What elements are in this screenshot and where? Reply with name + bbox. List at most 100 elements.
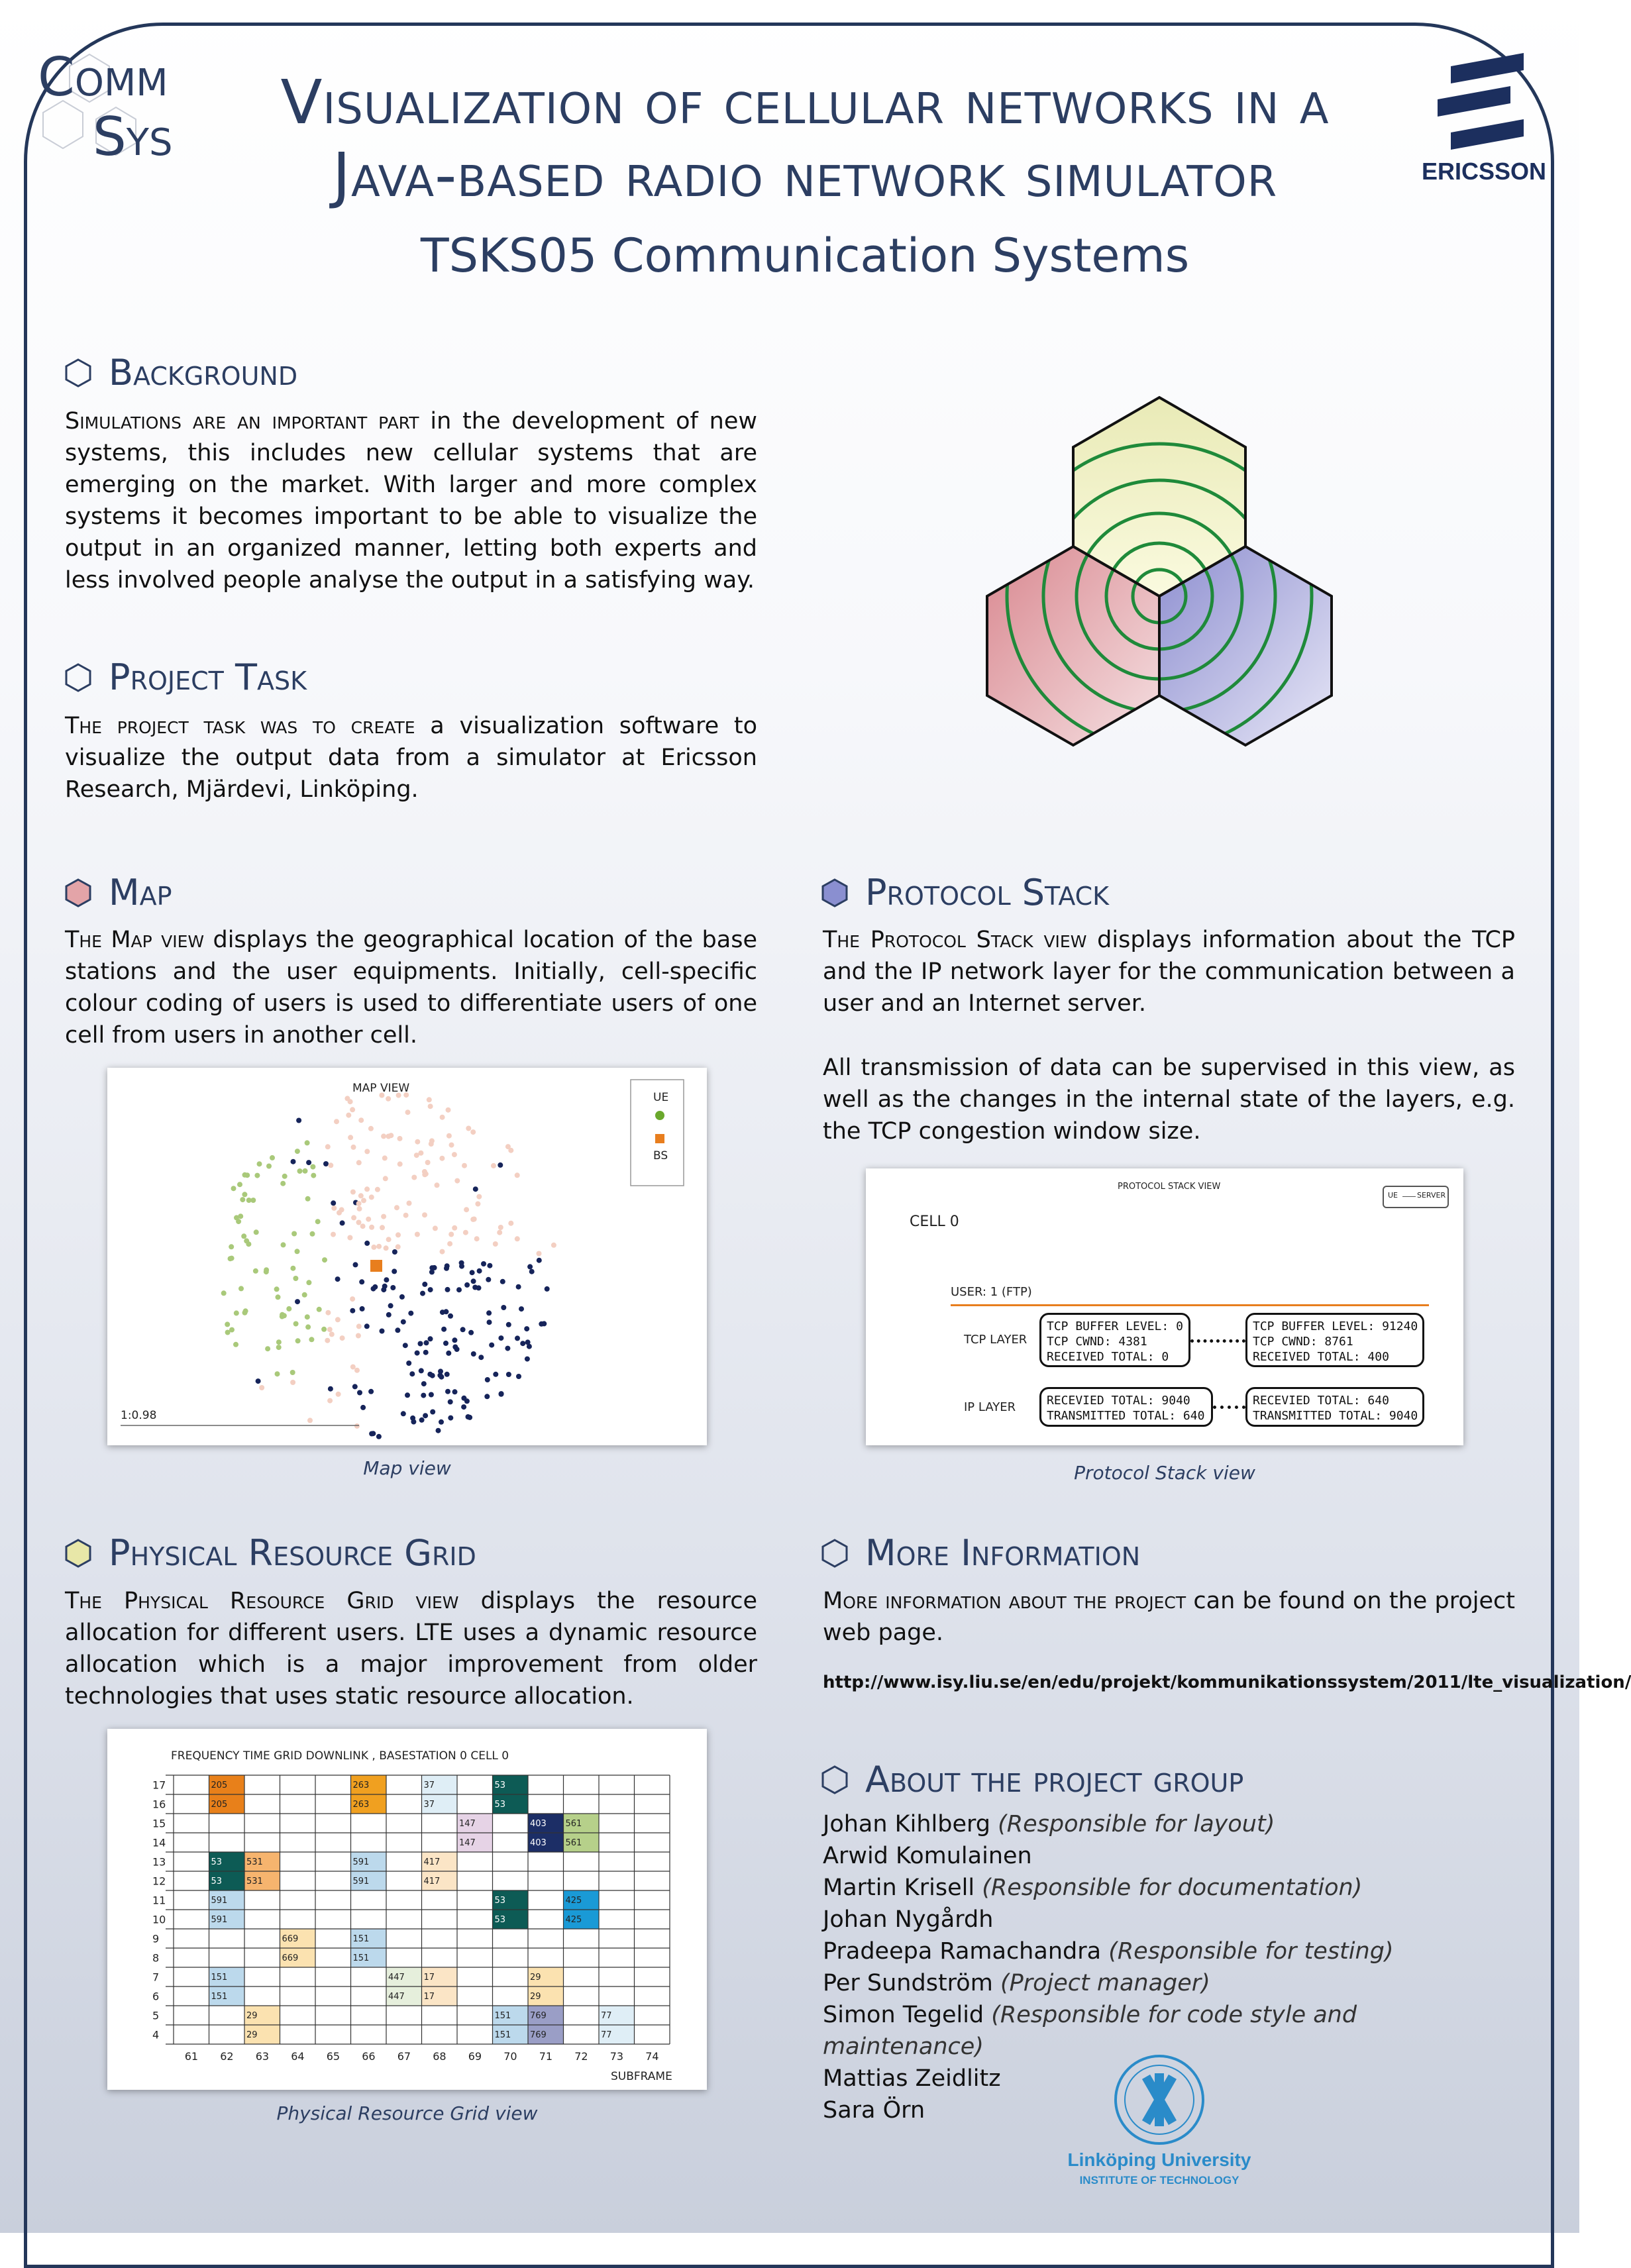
protocol-stack-paragraph: The Protocol Stack view displays informa… — [823, 924, 1515, 1019]
grid-cell — [528, 2025, 564, 2044]
grid-cell-label: 591 — [211, 1915, 228, 1925]
user-equipment-dot — [524, 1326, 530, 1332]
project-url-link[interactable]: http://www.isy.liu.se/en/edu/projekt/kom… — [823, 1673, 1631, 1692]
user-equipment-dot — [439, 1114, 445, 1120]
grid-cell — [209, 1967, 244, 1986]
user-equipment-dot — [405, 1392, 410, 1398]
member-name: Pradeepa Ramachandra — [823, 1938, 1102, 1965]
user-equipment-dot — [293, 1321, 299, 1327]
user-equipment-dot — [282, 1173, 288, 1179]
grid-cell-label: 53 — [495, 1896, 506, 1906]
user-equipment-dot — [242, 1310, 248, 1315]
user-equipment-dot — [386, 1096, 392, 1102]
grid-cell — [421, 1775, 457, 1794]
user-equipment-dot — [426, 1097, 432, 1103]
user-equipment-dot — [359, 1279, 365, 1285]
user-equipment-dot — [233, 1341, 238, 1347]
member-name: Johan Nygårdh — [823, 1906, 994, 1933]
user-equipment-dot — [515, 1335, 520, 1341]
user-equipment-dot — [421, 1392, 427, 1398]
user-equipment-dot — [331, 1205, 337, 1211]
tcp-connection-line — [1190, 1339, 1245, 1343]
tcp-ue-line: RECEIVED TOTAL: 0 — [1047, 1350, 1169, 1364]
user-equipment-dot — [454, 1347, 460, 1352]
grid-cell-label: 669 — [282, 1934, 299, 1944]
group-heading: About the project group — [821, 1757, 1243, 1803]
user-equipment-dot — [293, 1276, 299, 1281]
user-equipment-dot — [263, 1269, 269, 1275]
background-lead: Simulations are an important part — [65, 408, 419, 435]
ue-server-widget: UE SERVER — [1383, 1186, 1449, 1208]
user-equipment-dot — [350, 1364, 356, 1370]
user-equipment-dot — [469, 1270, 475, 1276]
grid-cell — [209, 1910, 244, 1929]
grid-cell — [492, 2006, 528, 2025]
grid-cell — [280, 1929, 315, 1948]
user-equipment-dot — [354, 1367, 360, 1373]
user-equipment-dot — [254, 1172, 260, 1178]
hexagon-icon — [821, 878, 848, 907]
user-equipment-dot — [351, 1215, 357, 1221]
grid-x-tick: 74 — [645, 2050, 658, 2063]
user-equipment-dot — [358, 1193, 364, 1199]
grid-cell — [457, 1833, 493, 1852]
grid-x-tick: 72 — [574, 2050, 588, 2063]
user-equipment-dot — [524, 1356, 530, 1362]
hexagon-icon — [65, 663, 91, 692]
user-equipment-dot — [447, 1241, 453, 1247]
user-equipment-dot — [296, 1117, 302, 1123]
user-equipment-dot — [280, 1242, 286, 1248]
user-equipment-dot — [459, 1263, 464, 1269]
user-equipment-dot — [347, 1235, 353, 1241]
ip-ue-box: RECEVIED TOTAL: 9040 TRANSMITTED TOTAL: … — [1039, 1387, 1213, 1427]
user-equipment-dot — [498, 1225, 503, 1230]
user-equipment-dot — [448, 1415, 454, 1421]
tcp-ue-line: TCP BUFFER LEVEL: 0 — [1047, 1319, 1183, 1333]
user-equipment-dot — [237, 1182, 242, 1188]
user-equipment-dot — [514, 1236, 520, 1242]
user-equipment-dot — [408, 1310, 414, 1316]
tcp-ue-box: TCP BUFFER LEVEL: 0 TCP CWND: 4381 RECEI… — [1039, 1313, 1190, 1367]
resource-grid-plot: FREQUENCY TIME GRID DOWNLINK , BASESTATI… — [152, 1749, 672, 2083]
tcp-server-box: TCP BUFFER LEVEL: 91240 TCP CWND: 8761 R… — [1245, 1313, 1424, 1367]
grid-cell-label: 669 — [282, 1953, 299, 1963]
user-equipment-dot — [374, 1186, 380, 1192]
user-equipment-dot — [327, 1386, 333, 1392]
member-item: Arwid Komulainen — [823, 1840, 1525, 1872]
ip-ue-line: TRANSMITTED TOTAL: 640 — [1047, 1409, 1205, 1423]
user-equipment-dot — [492, 1241, 498, 1247]
grid-cell — [528, 1986, 564, 2006]
user-equipment-dot — [364, 1149, 370, 1155]
grid-cell — [492, 2025, 528, 2044]
user-equipment-dot — [294, 1149, 300, 1155]
member-name: Per Sundström — [823, 1970, 993, 1996]
member-name: Simon Tegelid — [823, 2002, 984, 2028]
user-equipment-dot — [444, 1265, 449, 1271]
user-equipment-dot — [460, 1327, 466, 1333]
grid-cell-label: 591 — [353, 1857, 370, 1867]
user-equipment-dot — [369, 1224, 375, 1230]
user-equipment-dot — [448, 1231, 454, 1237]
member-item: Per Sundström (Project manager) — [823, 1967, 1525, 1999]
member-item: Simon Tegelid (Responsible for code styl… — [823, 1999, 1525, 2063]
grid-cell-label: 53 — [495, 1915, 506, 1925]
user-equipment-dot — [519, 1306, 524, 1312]
user-equipment-dot — [359, 1306, 365, 1312]
user-equipment-dot — [388, 1133, 394, 1139]
user-equipment-dot — [325, 1310, 331, 1315]
user-equipment-dot — [371, 1244, 377, 1250]
user-equipment-dot — [439, 1374, 445, 1380]
grid-x-tick: 69 — [468, 2050, 482, 2063]
resource-grid-text: displays the resource allocation for dif… — [65, 1588, 757, 1710]
grid-cell — [350, 1929, 386, 1948]
user-equipment-dot — [337, 1210, 342, 1215]
user-equipment-dot — [386, 1312, 392, 1317]
grid-y-tick: 6 — [152, 1990, 159, 2003]
map-paragraph: The Map view displays the geographical l… — [65, 924, 757, 1051]
user-equipment-dot — [486, 1310, 492, 1316]
background-paragraph: Simulations are an important part in the… — [65, 405, 757, 596]
user-equipment-dot — [280, 1180, 286, 1186]
user-equipment-dot — [306, 1280, 312, 1286]
user-equipment-dot — [315, 1219, 321, 1225]
